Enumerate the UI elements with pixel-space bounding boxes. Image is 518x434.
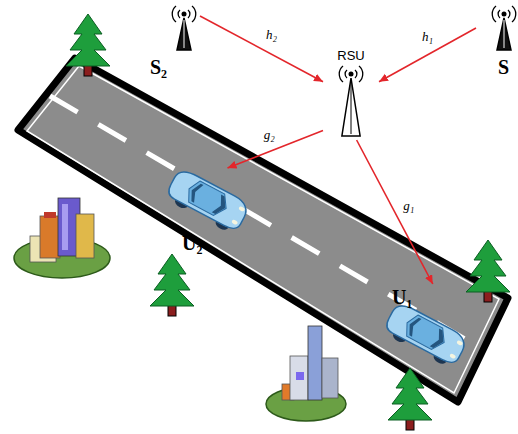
channel-arrow xyxy=(357,140,433,284)
node-label: S₂ xyxy=(150,56,167,79)
car-symbol xyxy=(382,301,469,370)
antenna-symbol xyxy=(339,66,363,136)
channel-label: h₂ xyxy=(264,28,279,42)
antenna-symbol xyxy=(172,6,196,50)
building-cluster xyxy=(266,326,346,421)
rsu-antenna: RSU xyxy=(323,46,379,140)
channel-label: g₂ xyxy=(262,128,277,142)
vehicle: U₁ xyxy=(374,284,472,362)
channel-label: g₁ xyxy=(401,199,416,213)
node-label: U₂ xyxy=(182,232,202,255)
channel-arrow xyxy=(200,16,323,82)
car-symbol xyxy=(164,167,251,236)
antenna-icon xyxy=(476,4,516,84)
car-icon xyxy=(374,284,472,362)
node-label: S xyxy=(498,56,509,79)
channel-label: h₁ xyxy=(420,30,435,44)
trees xyxy=(66,14,510,430)
vehicle: U₂ xyxy=(160,168,250,260)
antenna-symbol xyxy=(492,6,516,50)
source-antenna: S xyxy=(476,4,516,84)
car-icon xyxy=(160,168,250,260)
node-label: RSU xyxy=(337,48,364,63)
building-cluster xyxy=(14,198,110,278)
channel-arrow xyxy=(379,28,476,82)
source-antenna: S₂ xyxy=(148,4,200,84)
node-label: U₁ xyxy=(392,286,412,309)
road xyxy=(18,58,508,402)
